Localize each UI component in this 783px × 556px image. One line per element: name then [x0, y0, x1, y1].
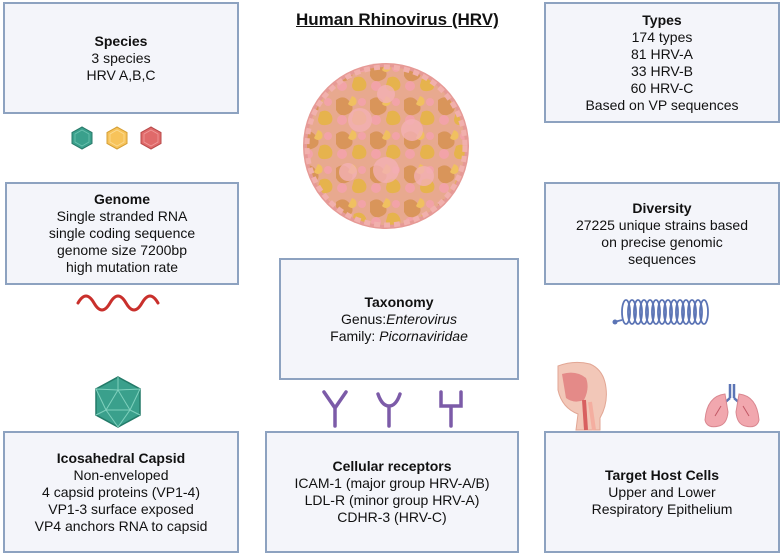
- diagram-title: Human Rhinovirus (HRV): [296, 10, 499, 29]
- taxonomy-family: Family: Picornaviridae: [330, 328, 468, 345]
- receptor-ldlr-icon: [376, 392, 402, 428]
- capsid-box: Icosahedral Capsid Non-enveloped 4 capsi…: [3, 431, 239, 553]
- capsid-line: VP4 anchors RNA to capsid: [34, 517, 208, 534]
- capsid-line: VP1-3 surface exposed: [48, 500, 194, 517]
- types-title: Types: [642, 11, 682, 28]
- types-line: 60 HRV-C: [630, 79, 694, 96]
- taxonomy-genus: Genus:Enterovirus: [341, 311, 457, 328]
- types-line: 81 HRV-A: [631, 45, 693, 62]
- species-line: 3 species: [91, 49, 151, 66]
- species-box: Species 3 species HRV A,B,C: [3, 2, 239, 114]
- genus-label: Genus:: [341, 310, 387, 327]
- genome-line: Single stranded RNA: [56, 208, 188, 224]
- genus-value: Enterovirus: [386, 310, 457, 327]
- species-title: Species: [94, 32, 148, 49]
- taxonomy-box: Taxonomy Genus:Enterovirus Family: Picor…: [279, 258, 519, 380]
- species-line: HRV A,B,C: [86, 66, 156, 83]
- types-line: 33 HRV-B: [631, 62, 693, 79]
- diversity-box: Diversity 27225 unique strains based on …: [544, 182, 780, 285]
- target-line: Upper and Lower: [608, 483, 716, 500]
- target-box: Target Host Cells Upper and Lower Respir…: [544, 431, 780, 553]
- diversity-line: 27225 unique strains based: [575, 216, 749, 233]
- receptors-line: ICAM-1 (major group HRV-A/B): [294, 475, 490, 491]
- diversity-line: on precise genomic: [601, 233, 723, 250]
- capsid-line: 4 capsid proteins (VP1-4): [42, 483, 200, 500]
- types-line: 174 types: [631, 28, 693, 45]
- diversity-title: Diversity: [632, 199, 692, 216]
- receptors-title: Cellular receptors: [332, 458, 452, 474]
- taxonomy-title: Taxonomy: [364, 293, 434, 310]
- genome-line: high mutation rate: [65, 259, 179, 275]
- rna-wave-icon: [76, 294, 160, 312]
- target-line: Respiratory Epithelium: [591, 500, 733, 517]
- genome-box: Genome Single stranded RNA single coding…: [5, 182, 239, 285]
- receptors-line: LDL-R (minor group HRV-A): [304, 492, 480, 508]
- capsid-title: Icosahedral Capsid: [56, 449, 186, 466]
- upper-respiratory-tract-icon: [557, 361, 607, 431]
- lungs-icon: [704, 384, 760, 428]
- receptor-icam1-icon: [322, 390, 348, 428]
- genome-line: genome size 7200bp: [57, 242, 187, 258]
- family-value: Picornaviridae: [379, 327, 468, 344]
- capsid-line: Non-enveloped: [73, 466, 169, 483]
- target-title: Target Host Cells: [604, 466, 720, 483]
- species-hexagons-icon: [71, 126, 162, 150]
- types-box: Types 174 types 81 HRV-A 33 HRV-B 60 HRV…: [544, 2, 780, 123]
- receptor-cdhr3-icon: [439, 390, 463, 428]
- icosahedron-icon: [95, 376, 141, 428]
- genome-line: single coding sequence: [48, 225, 196, 241]
- family-label: Family:: [330, 327, 380, 344]
- diversity-line: sequences: [628, 250, 696, 267]
- coil-icon: [612, 299, 709, 325]
- types-line: Based on VP sequences: [585, 96, 739, 113]
- genome-title: Genome: [93, 191, 150, 207]
- receptors-box: Cellular receptors ICAM-1 (major group H…: [265, 431, 519, 553]
- rhinovirus-particle-icon: [303, 63, 469, 229]
- receptors-line: CDHR-3 (HRV-C): [337, 509, 447, 525]
